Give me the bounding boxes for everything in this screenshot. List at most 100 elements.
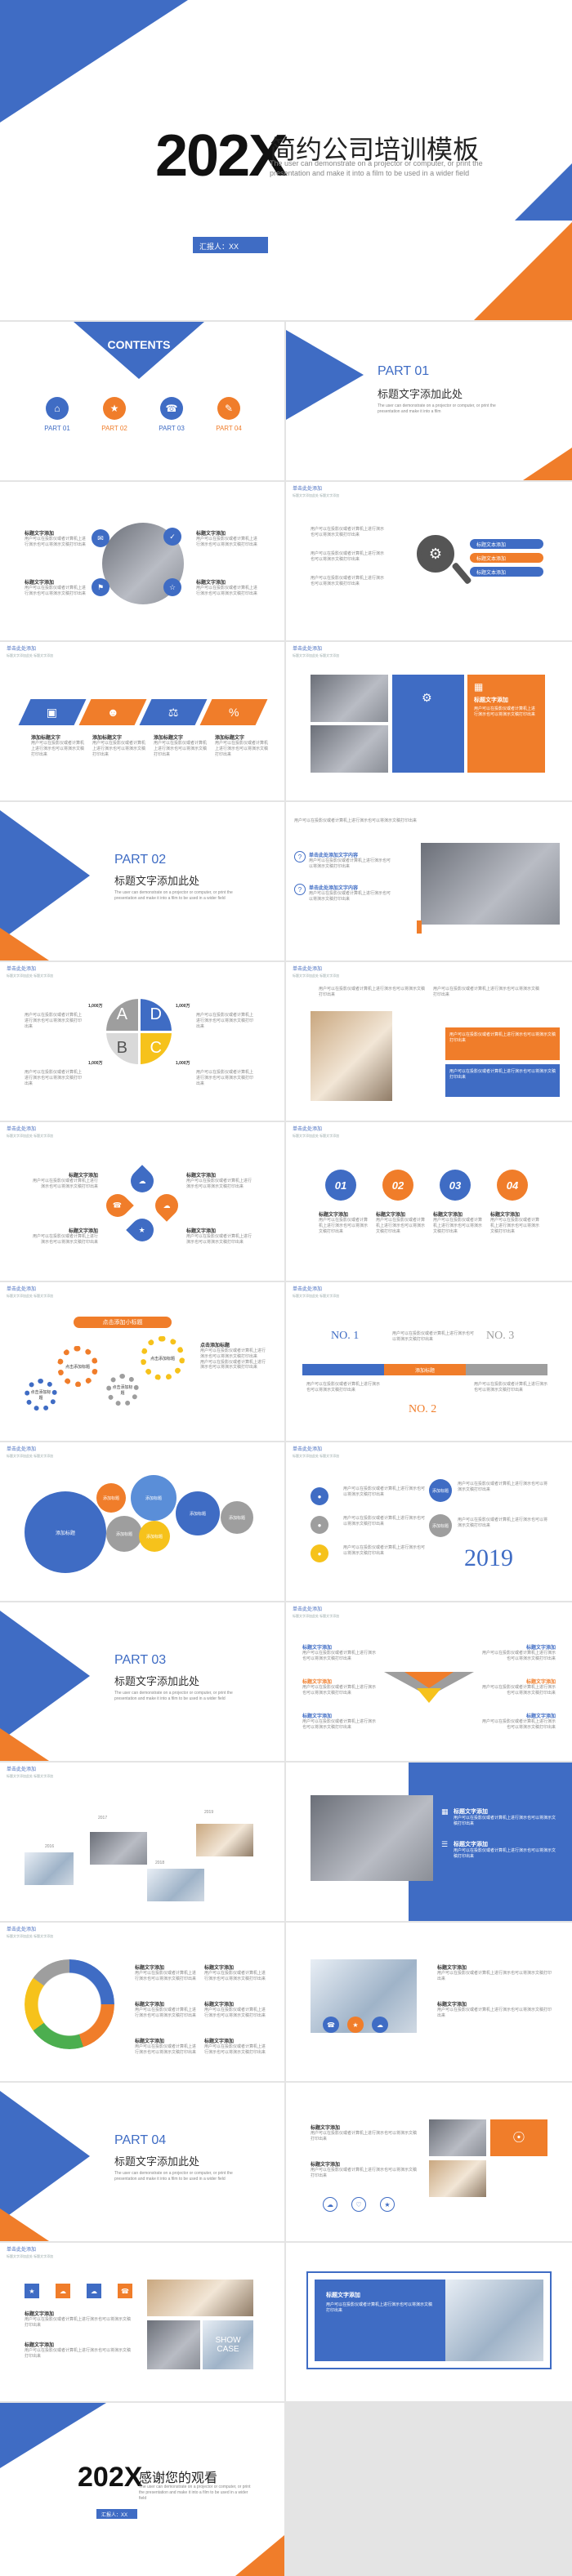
ring-header: 单击此处添加标题文字添加此处 标题文字添加 — [7, 1928, 54, 1938]
contents-item-3[interactable]: ☎ PART 03 — [155, 397, 188, 432]
part02-corner — [0, 928, 49, 960]
slide-part-01[interactable]: PART 01 标题文字添加此处 The user can demonstrat… — [286, 322, 572, 480]
show-photo-2 — [147, 2320, 200, 2369]
slide-2019[interactable]: 单击此处添加标题文字添加此处 标题文字添加 用户可以在投影仪或者计算机上进行演示… — [286, 1442, 572, 1601]
part04-num: PART 04 — [114, 2133, 167, 2147]
step-year-1: 2016 — [45, 1844, 55, 1849]
contents-item-4[interactable]: ✎ PART 04 — [212, 397, 245, 432]
para-1: ▣ — [18, 699, 87, 725]
slide-timeline[interactable]: 单击此处添加标题文字添加此处 标题文字添加 NO. 1 NO. 3 NO. 2 … — [286, 1282, 572, 1441]
slide-bubbles[interactable]: 单击此处添加标题文字添加此处 标题文字添加 添加标题 添加标题 添加标题 添加标… — [0, 1442, 284, 1601]
user-icon: ☻ — [106, 706, 119, 719]
question-photo — [421, 843, 560, 925]
part01-triangle — [286, 330, 364, 420]
contents-item-1[interactable]: ⌂ PART 01 — [41, 397, 74, 432]
slide-cover[interactable]: 202X 简约公司培训模板 The user can demonstrate o… — [0, 0, 572, 320]
contents-label-4: PART 04 — [216, 425, 242, 432]
slide-chevrons[interactable]: 单击此处添加标题文字添加此处 标题文字添加 标题文字添加用户可以在投影仪或者计算… — [286, 1602, 572, 1761]
puzzle-d: D — [140, 999, 172, 1031]
y2019-text-2: 用户可以在投影仪或者计算机上进行演示也可以将演示文稿打印出来 — [343, 1516, 426, 1526]
petal-text-3: 标题文字添加用户可以在投影仪或者计算机上进行演示也可以将演示文稿打印出来 — [33, 1229, 99, 1245]
slide-part-03[interactable]: PART 03 标题文字添加此处 The user can demonstrat… — [0, 1602, 284, 1761]
slide-puzzle[interactable]: 单击此处添加标题文字添加此处 标题文字添加 A D B C 1,000万 1,0… — [0, 962, 284, 1121]
slide-part-02[interactable]: PART 02 标题文字添加此处 The user can demonstrat… — [0, 802, 284, 960]
cover-orange-triangle — [474, 222, 572, 320]
para-band: ▣ ☻ ⚖ % — [18, 699, 268, 725]
pc-item-3: 标题文字添加用户可以在投影仪或者计算机上进行演示也可以将演示文稿打印出来 — [25, 581, 87, 596]
end-presenter-button[interactable]: 汇报人：XX — [96, 2509, 137, 2519]
show-item-1: 标题文字添加用户可以在投影仪或者计算机上进行演示也可以将演示文稿打印出来 — [25, 2312, 132, 2328]
icon-star: ☆ — [163, 578, 181, 596]
part02-desc: The user can demonstrate on a projector … — [114, 890, 233, 901]
timeline-bar-orange: 添加标题 — [384, 1364, 466, 1375]
end-year: 202X — [78, 2462, 143, 2493]
slide-photo-grid[interactable]: 单击此处添加标题文字添加此处 标题文字添加 ⚙ ▦ 标题文字添加 用户可以在投影… — [286, 642, 572, 800]
bubbles-header: 单击此处添加标题文字添加此处 标题文字添加 — [7, 1447, 54, 1458]
y2019-dot-yellow: ● — [311, 1544, 328, 1562]
puzzle-label-1: 1,000万 — [88, 1004, 103, 1009]
globe-item-1: 标题文字添加用户可以在投影仪或者计算机上进行演示也可以将演示文稿打印出来 — [311, 2126, 418, 2141]
banners-orange-bar: 用户可以在投影仪或者计算机上进行演示也可以将演示文稿打印出来 — [445, 1027, 560, 1060]
petals-header: 单击此处添加标题文字添加此处 标题文字添加 — [7, 1127, 54, 1138]
chev-right-3: 标题文字添加用户可以在投影仪或者计算机上进行演示也可以将演示文稿打印出来 — [482, 1714, 556, 1730]
ring-item-4: 标题文字添加用户可以在投影仪或者计算机上进行演示也可以将演示文稿打印出来 — [204, 2003, 266, 2018]
petal-left-icon: ☎ — [113, 1201, 123, 1210]
slide-desk[interactable]: 标题文字添加用户可以在投影仪或者计算机上进行演示也可以将演示文稿打印出来 标题文… — [286, 1923, 572, 2081]
timeline-no3: NO. 3 — [486, 1330, 515, 1342]
numcirc-2: 02 — [382, 1170, 413, 1201]
gears-text: 点击添加标题用户可以在投影仪或者计算机上进行演示也可以将演示文稿打印出来用户可以… — [200, 1344, 266, 1370]
slide-part-04[interactable]: PART 04 标题文字添加此处 The user can demonstrat… — [0, 2083, 284, 2241]
laptop-item-1: 标题文字添加用户可以在投影仪或者计算机上进行演示也可以将演示文稿打印出来 — [454, 1809, 556, 1826]
laptop-icon-1: ▦ — [441, 1807, 449, 1816]
pc-item-4: 标题文字添加用户可以在投影仪或者计算机上进行演示也可以将演示文稿打印出来 — [196, 581, 258, 596]
slide-photo-banners[interactable]: 单击此处添加标题文字添加此处 标题文字添加 用户可以在投影仪或者计算机上进行演示… — [286, 962, 572, 1121]
part04-title: 标题文字添加此处 — [114, 2155, 200, 2168]
numcirc-4: 04 — [497, 1170, 528, 1201]
banners-blue-bar: 用户可以在投影仪或者计算机上进行演示也可以将演示文稿打印出来 — [445, 1064, 560, 1097]
slide-contents[interactable]: CONTENTS ⌂ PART 01 ★ PART 02 ☎ PART 03 ✎… — [0, 322, 284, 480]
part04-corner — [0, 2208, 49, 2241]
slide-laptop[interactable]: 标题文字添加用户可以在投影仪或者计算机上进行演示也可以将演示文稿打印出来 标题文… — [286, 1763, 572, 1921]
part03-triangle — [0, 1611, 90, 1741]
slide-steps[interactable]: 单击此处添加标题文字添加此处 标题文字添加 2016 2017 2018 201… — [0, 1763, 284, 1921]
slide-gears[interactable]: 单击此处添加标题文字添加此处 标题文字添加 点击添加小标题 点击添加标题 点击添… — [0, 1282, 284, 1441]
petal-text-1: 标题文字添加用户可以在投影仪或者计算机上进行演示也可以将演示文稿打印出来 — [33, 1174, 99, 1189]
chev-left-2: 标题文字添加用户可以在投影仪或者计算机上进行演示也可以将演示文稿打印出来 — [302, 1680, 377, 1696]
slide-question[interactable]: 用户可以在投影仪或者计算机上进行演示也可以将演示文稿打印出来 ? ? 单击此处添… — [286, 802, 572, 960]
ring-item-2: 标题文字添加用户可以在投影仪或者计算机上进行演示也可以将演示文稿打印出来 — [204, 1966, 266, 1981]
step-photo-3 — [147, 1869, 204, 1901]
contents-label-3: PART 03 — [159, 425, 185, 432]
grid-gear-icon: ⚙ — [422, 691, 432, 704]
banners-photo — [311, 1011, 392, 1101]
slide-blue-frame[interactable]: 标题文字添加 用户可以在投影仪或者计算机上进行演示也可以将演示文稿打印出来 — [286, 2243, 572, 2401]
cover-presenter-button[interactable]: 汇报人：XX — [193, 237, 268, 253]
numcirc-header: 单击此处添加标题文字添加此处 标题文字添加 — [293, 1127, 340, 1138]
chevron-orange — [404, 1672, 454, 1688]
slide-magnifier[interactable]: 单击此处添加标题文字添加此处 标题文字添加 ⚙ 标题文本添加 标题文本添加 标题… — [286, 482, 572, 640]
slide-globe[interactable]: ☉ 标题文字添加用户可以在投影仪或者计算机上进行演示也可以将演示文稿打印出来 标… — [286, 2083, 572, 2241]
question-icon-2: ? — [294, 884, 306, 895]
slide-showcase[interactable]: 单击此处添加标题文字添加此处 标题文字添加 ★ ☁ ☁ ☎ 标题文字添加用户可以… — [0, 2243, 284, 2401]
globe-small-2: ♡ — [351, 2197, 366, 2212]
part03-num: PART 03 — [114, 1653, 167, 1667]
slide-number-circles[interactable]: 单击此处添加标题文字添加此处 标题文字添加 01 02 03 04 标题文字添加… — [286, 1122, 572, 1281]
step-photo-1 — [25, 1852, 74, 1885]
slide-ring[interactable]: 单击此处添加标题文字添加此处 标题文字添加 标题文字添加用户可以在投影仪或者计算… — [0, 1923, 284, 2081]
slide-parallelograms[interactable]: 单击此处添加标题文字添加此处 标题文字添加 ▣ ☻ ⚖ % 添加标题文字用户可以… — [0, 642, 284, 800]
cover-desc: The user can demonstrate on a projector … — [270, 159, 483, 177]
petal-left: ☎ — [101, 1189, 134, 1222]
contents-item-2[interactable]: ★ PART 02 — [98, 397, 131, 432]
y2019-year: 2019 — [464, 1544, 513, 1571]
slide-petals[interactable]: 单击此处添加标题文字添加此处 标题文字添加 ☁ ☎ ☁ ★ 标题文字添加用户可以… — [0, 1122, 284, 1281]
part02-triangle — [0, 810, 90, 941]
slide-ending[interactable]: 202X 感谢您的观看 The user can demonstrate on … — [0, 2403, 284, 2576]
part04-desc: The user can demonstrate on a projector … — [114, 2171, 233, 2182]
laptop-icon-2: ☰ — [441, 1840, 449, 1848]
bubble-2: 添加标题 — [96, 1483, 126, 1513]
slide-photo-circles[interactable]: ✉ ✓ ⚑ ☆ 标题文字添加用户可以在投影仪或者计算机上进行演示也可以将演示文稿… — [0, 482, 284, 640]
puzzle-b: B — [106, 1032, 138, 1064]
step-year-3: 2018 — [155, 1861, 165, 1865]
petal-bottom: ★ — [126, 1214, 159, 1246]
puzzle-label-2: 1,000万 — [176, 1004, 190, 1009]
